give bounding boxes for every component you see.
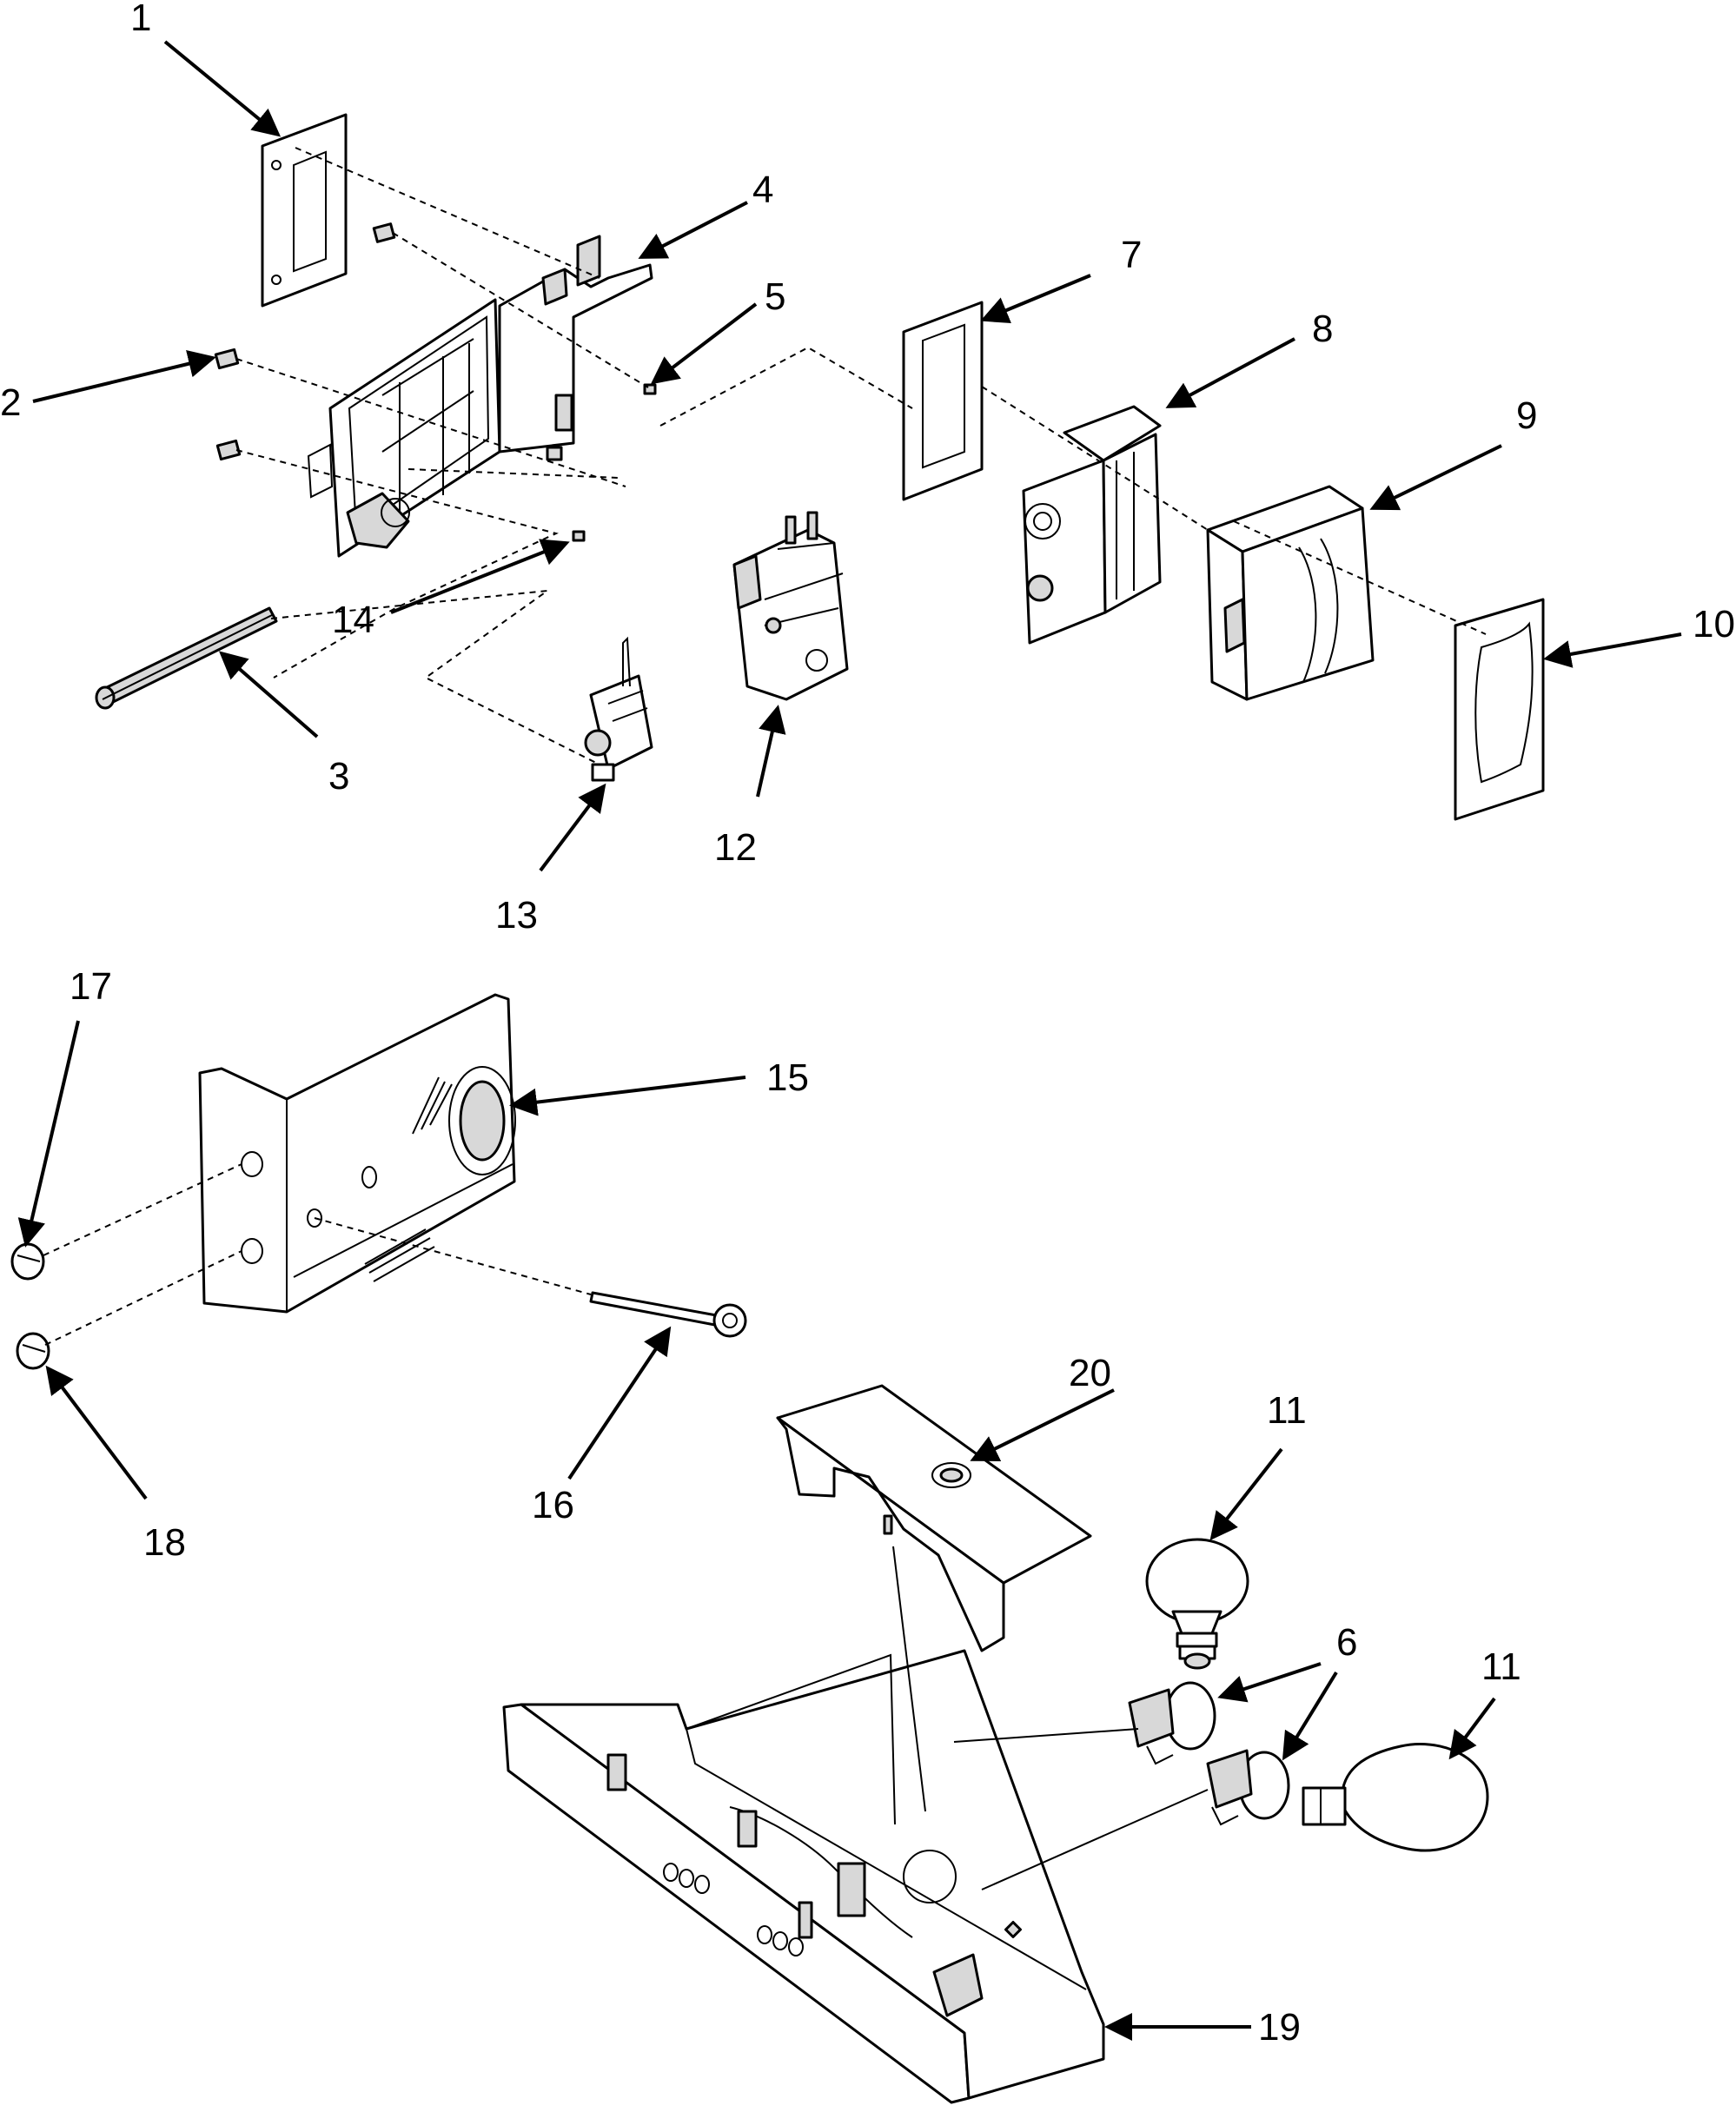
callout-20: 20 <box>1069 1352 1111 1394</box>
callout-18: 18 <box>143 1521 186 1564</box>
part-8-switch-block <box>1022 405 1162 645</box>
part-6-socket-upper <box>1128 1681 1216 1765</box>
part-6-socket-lower <box>1206 1749 1290 1826</box>
callout-9: 9 <box>1516 394 1537 437</box>
callout-3: 3 <box>328 755 349 798</box>
callout-4: 4 <box>752 169 773 211</box>
part-11-bulb-upper <box>1145 1538 1249 1670</box>
callout-2: 2 <box>0 381 21 424</box>
callout-12: 12 <box>714 826 757 869</box>
callout-10: 10 <box>1693 603 1735 646</box>
callout-7: 7 <box>1121 234 1142 276</box>
callout-15: 15 <box>766 1056 809 1099</box>
part-3-rod <box>95 606 278 710</box>
part-4-control-housing <box>307 235 653 558</box>
part-18-knob <box>16 1332 50 1370</box>
part-11-bulb-lower <box>1302 1743 1489 1852</box>
part-15-dispenser-panel <box>198 993 516 1314</box>
callout-labels: 1 2 3 4 5 7 8 9 10 12 13 14 17 15 18 16 … <box>0 0 1735 2049</box>
callout-arrows <box>17 40 1682 2041</box>
callout-6: 6 <box>1336 1621 1357 1664</box>
part-9-cover <box>1206 485 1375 701</box>
part-17-knob <box>10 1242 45 1281</box>
part-1-gasket <box>261 113 348 308</box>
callout-8: 8 <box>1312 308 1333 350</box>
callout-5: 5 <box>765 275 785 318</box>
callout-1: 1 <box>130 0 151 39</box>
callout-11-upper: 11 <box>1267 1389 1307 1432</box>
part-2-screws <box>214 222 657 542</box>
part-20-cover-plate <box>776 1384 1092 1652</box>
callout-19: 19 <box>1258 2006 1301 2049</box>
part-19-dispenser-housing <box>502 1649 1105 2104</box>
assembly-solid-lines <box>892 1546 1209 1890</box>
part-16-shaft <box>589 1291 747 1338</box>
callout-11-lower: 11 <box>1481 1645 1521 1688</box>
part-12-timer <box>732 511 849 701</box>
part-13-thermostat <box>584 636 653 782</box>
callout-17: 17 <box>70 965 112 1008</box>
callout-16: 16 <box>532 1484 574 1526</box>
part-7-gasket <box>902 301 984 501</box>
callout-14: 14 <box>332 599 374 641</box>
part-10-bezel <box>1454 598 1545 821</box>
callout-13: 13 <box>495 894 538 937</box>
